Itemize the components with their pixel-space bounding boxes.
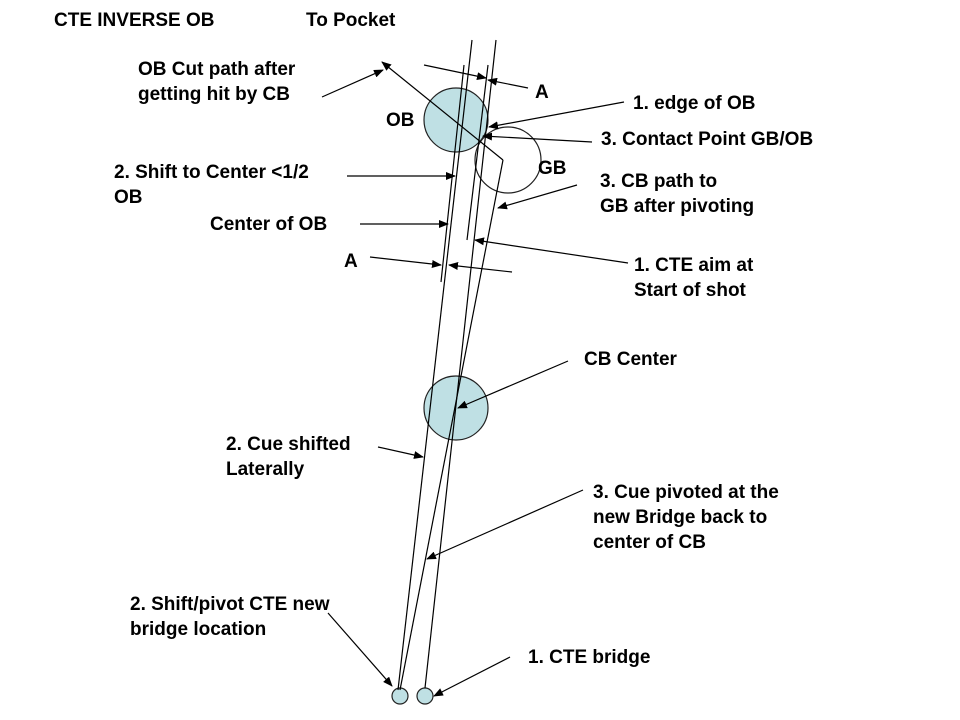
cue-shifted-label: 2. Cue shifted Laterally xyxy=(226,434,351,480)
a-bottom-arrow-right xyxy=(448,262,513,273)
cb-center-label: CB Center xyxy=(584,349,677,370)
shift-to-center-label: 2. Shift to Center <1/2 OB xyxy=(114,162,309,208)
a-bottom-label: A xyxy=(344,251,358,272)
cb-path-line xyxy=(399,159,504,691)
a-bottom-arrow-left xyxy=(369,256,442,268)
ob-cut-path-arrow xyxy=(321,69,384,98)
a-top-arrow-left xyxy=(423,64,487,81)
edge-of-ob-label: 1. edge of OB xyxy=(633,93,756,114)
cb-center-arrow xyxy=(457,360,569,409)
gb-label: GB xyxy=(538,158,567,179)
ghost-ball xyxy=(474,126,542,194)
ob-cut-path-label: OB Cut path after getting hit by CB xyxy=(138,59,296,105)
edge-of-ob-arrow xyxy=(488,101,625,130)
cte-aim-line xyxy=(424,39,497,689)
ob-edge-line xyxy=(466,64,489,241)
to-pocket-label: To Pocket xyxy=(306,10,396,31)
cue-shifted-arrow xyxy=(377,446,424,459)
cte-aim-arrow xyxy=(474,237,629,264)
a-top-label: A xyxy=(535,82,549,103)
cb-path-arrow xyxy=(497,184,578,210)
cb-path-label: 3. CB path to GB after pivoting xyxy=(600,171,755,217)
a-top-arrow-right xyxy=(487,77,529,89)
center-of-ob-label: Center of OB xyxy=(210,214,328,235)
cte-aim-label: 1. CTE aim at Start of shot xyxy=(634,255,754,301)
new-bridge-ball xyxy=(391,687,409,705)
cte-bridge-label: 1. CTE bridge xyxy=(528,647,651,668)
contact-point-arrow xyxy=(482,132,593,143)
new-bridge-arrow xyxy=(327,612,393,687)
cte-bridge-ball xyxy=(416,687,434,705)
object-ball xyxy=(423,87,489,153)
diagram-title: CTE INVERSE OB xyxy=(54,10,215,31)
ob-label: OB xyxy=(386,110,415,131)
cue-pivoted-arrow xyxy=(426,489,584,560)
contact-point-label: 3. Contact Point GB/OB xyxy=(601,129,814,150)
ob-cut-path-line xyxy=(381,61,504,161)
cte-bridge-arrow xyxy=(433,656,511,697)
cue-pivoted-label: 3. Cue pivoted at the new Bridge back to… xyxy=(593,482,779,553)
shift-pivot-bridge-label: 2. Shift/pivot CTE new bridge location xyxy=(130,594,330,640)
shifted-cue-line xyxy=(397,39,473,691)
